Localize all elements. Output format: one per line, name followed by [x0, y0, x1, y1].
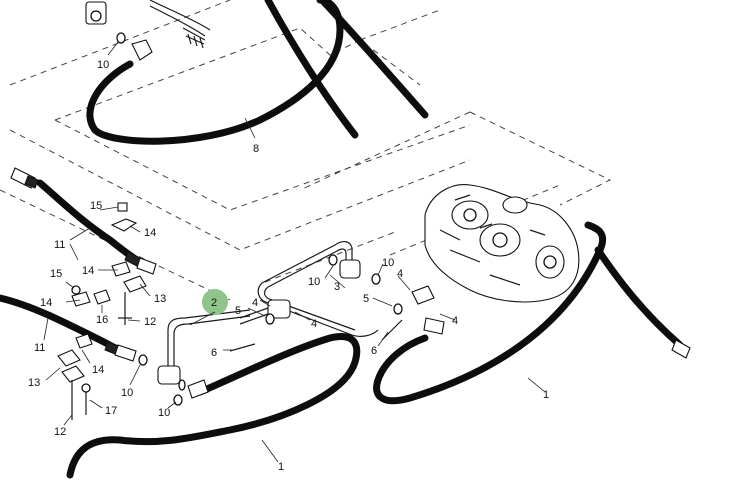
hose-1-right — [373, 221, 691, 405]
callout-6b: 6 — [371, 345, 377, 357]
callout-10d: 10 — [121, 387, 133, 399]
callout-13b: 13 — [28, 377, 40, 389]
callout-14d: 14 — [92, 364, 104, 376]
hydraulic-pump-icon — [424, 184, 580, 303]
callout-10a: 10 — [97, 59, 109, 71]
callout-16: 16 — [96, 314, 108, 326]
hose-1-lower — [66, 333, 361, 479]
small-hardware — [138, 254, 403, 406]
leader-lines — [43, 41, 546, 463]
callout-11a: 11 — [54, 239, 65, 251]
callout-13a: 13 — [154, 293, 166, 305]
callout-4d: 4 — [452, 315, 458, 327]
pipe-2 — [157, 309, 251, 391]
callout-10c: 10 — [382, 257, 394, 269]
callout-2: 2 — [211, 297, 217, 309]
callout-15b: 15 — [50, 268, 62, 280]
callout-4b: 4 — [311, 318, 317, 330]
callout-14c: 14 — [40, 297, 52, 309]
callout-12b: 12 — [54, 426, 66, 438]
pipe-3 — [239, 241, 379, 337]
hose-11-upper — [10, 167, 157, 275]
highlight-circle-icon — [202, 289, 228, 315]
clamp-parts — [57, 202, 147, 420]
callout-14b: 14 — [82, 265, 94, 277]
callout-17: 17 — [105, 405, 117, 417]
callout-1a: 1 — [543, 389, 549, 401]
hose-8 — [86, 0, 429, 145]
callout-labels: 1 1 2 3 4 4 4 4 5 5 6 6 8 10 10 10 10 10… — [28, 59, 549, 473]
callout-14a: 14 — [144, 227, 156, 239]
callout-15a: 15 — [90, 200, 102, 212]
callout-10b: 10 — [308, 276, 320, 288]
callout-10e: 10 — [158, 407, 170, 419]
callout-4a: 4 — [252, 297, 258, 309]
top-left-fittings — [85, 0, 211, 61]
callout-11b: 11 — [34, 342, 45, 354]
callout-5a: 5 — [235, 305, 241, 317]
callout-1b: 1 — [278, 461, 284, 473]
hose-11-lower — [0, 294, 137, 362]
callout-5b: 5 — [363, 293, 369, 305]
callout-6a: 6 — [211, 347, 217, 359]
callout-4c: 4 — [397, 268, 403, 280]
callout-3: 3 — [334, 281, 340, 293]
callout-12a: 12 — [144, 316, 156, 328]
callout-8: 8 — [253, 143, 259, 155]
